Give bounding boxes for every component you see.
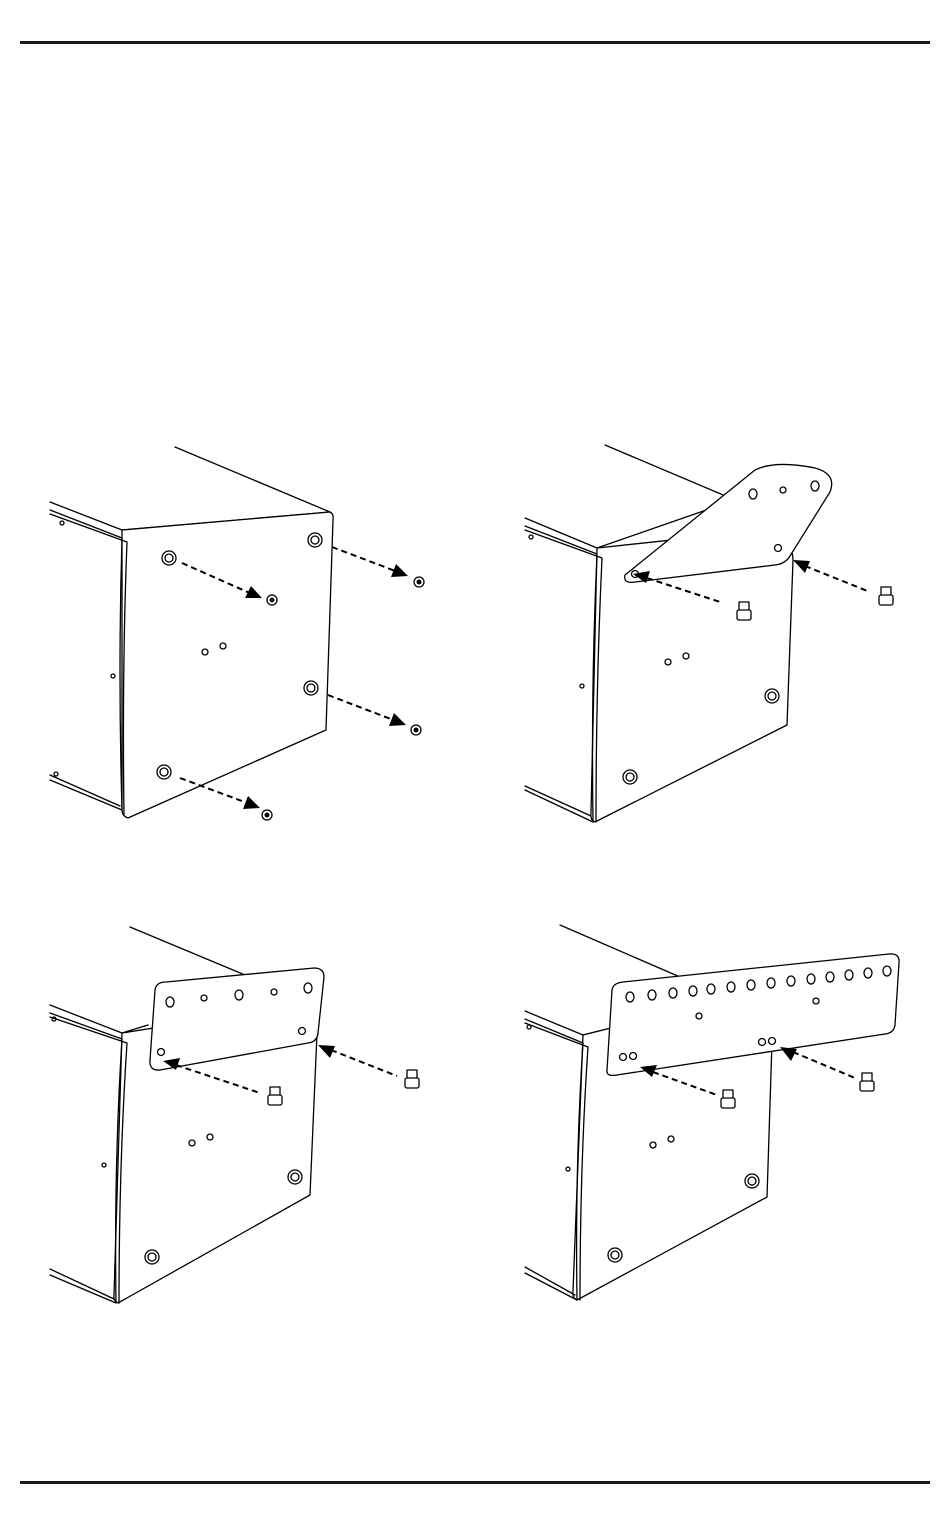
figure-step-4 bbox=[475, 915, 950, 1335]
triangular-bracket-icon bbox=[475, 430, 950, 850]
long-bar-bracket-icon bbox=[475, 915, 950, 1335]
short-bracket-icon bbox=[0, 915, 475, 1335]
footer-rule bbox=[20, 1481, 930, 1484]
cabinet-front-face bbox=[50, 510, 122, 810]
cabinet-remove-screws-icon bbox=[0, 430, 475, 850]
cabinet-top-edge bbox=[175, 447, 330, 512]
cabinet-side-panel bbox=[122, 512, 333, 818]
figure-step-3 bbox=[0, 915, 475, 1335]
header-rule bbox=[20, 41, 930, 44]
figure-step-1 bbox=[0, 430, 475, 850]
figure-step-2 bbox=[475, 430, 950, 850]
